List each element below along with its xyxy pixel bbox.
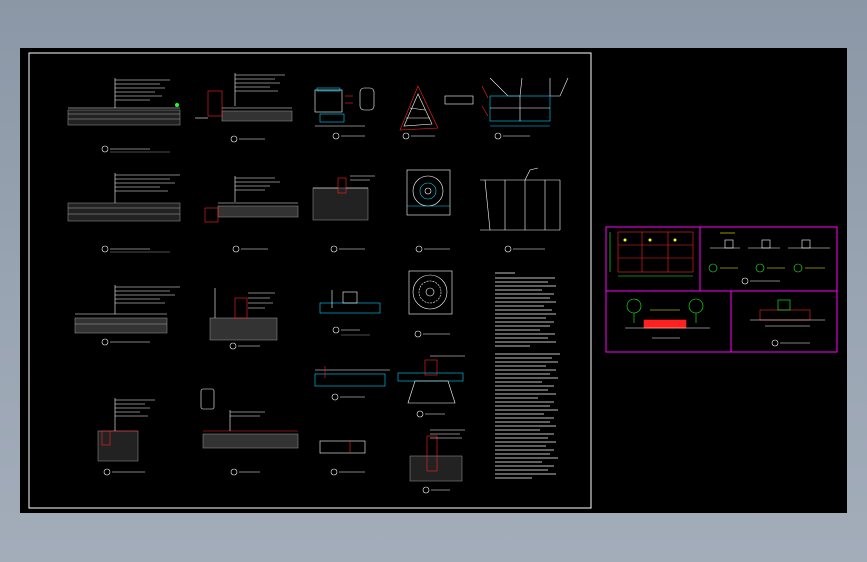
detail-17-tree-pit-section [397,355,465,418]
panel-grid-plan [609,231,694,277]
panel-details-top-right [708,232,830,285]
detail-13-strip-section [319,440,366,476]
detail-4-curb-section [97,398,155,476]
detail-9-bollard [314,87,375,140]
secondary-sheet-panel [605,226,838,353]
detail-1-paving-section [67,78,181,153]
detail-2-paving-section [67,173,181,253]
detail-10-planter-section [312,175,375,253]
panel-wall-section [750,299,825,347]
detail-14-paving-pattern [399,85,474,140]
detail-12-gutter-section [314,366,390,401]
detail-16-tree-grate-plan [408,270,453,338]
main-drawing-frame [28,52,592,509]
design-notes-text-block [495,272,560,479]
detail-6-step-section [204,176,299,253]
detail-20-elevation [480,167,561,253]
detail-8-bench-section [200,388,299,476]
detail-15-tree-pit-plan [406,169,451,253]
detail-3-paving-section [74,285,180,346]
panel-planter-section [625,298,710,339]
detail-11-drain-section [319,290,381,336]
cad-canvas [28,52,838,509]
detail-5-step-section [195,73,293,143]
cad-drawing-sheet[interactable] [20,48,847,513]
detail-7-edge-section [209,288,278,350]
detail-19-paving-layout [481,77,569,140]
detail-18-wall-foundation [409,429,465,494]
